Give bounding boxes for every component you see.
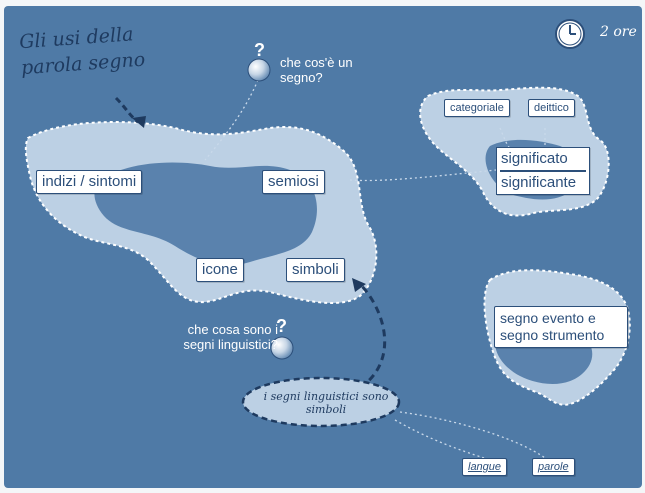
statement-text: i segni linguistici sono simboli xyxy=(263,390,389,416)
question-what-is-sign: che cos'è un segno? xyxy=(280,55,353,85)
duration-label: 2 ore xyxy=(600,24,637,40)
question-linguistic-signs: che cosa sono i segni linguistici? xyxy=(183,322,278,352)
significato-significante-box: significato significante xyxy=(496,147,590,195)
map-title: Gli usi della parola segno xyxy=(18,23,146,80)
connector-lines xyxy=(204,79,546,459)
label-deittico: deittico xyxy=(528,99,575,117)
fraction-divider xyxy=(500,170,586,172)
clock-icon xyxy=(555,19,585,49)
island-left-inner xyxy=(94,162,317,266)
arrowhead-title xyxy=(132,116,146,128)
label-segno-evento-strumento: segno evento e segno strumento xyxy=(494,306,628,348)
label-semiosi: semiosi xyxy=(262,170,325,194)
arrow-to-simboli xyxy=(358,282,387,390)
label-significato: significato xyxy=(501,150,568,167)
sphere-marker-icon xyxy=(270,336,294,360)
label-icone: icone xyxy=(196,258,244,282)
label-langue: langue xyxy=(462,458,508,476)
label-parole: parole xyxy=(532,458,575,476)
label-categoriale: categoriale xyxy=(444,99,510,117)
question-mark-icon: ? xyxy=(254,40,265,60)
statement-oval xyxy=(241,376,401,428)
sphere-marker-icon xyxy=(247,58,271,82)
arrowhead-simboli xyxy=(352,278,366,292)
label-indizi-sintomi: indizi / sintomi xyxy=(36,170,143,194)
label-simboli: simboli xyxy=(286,258,345,282)
question-mark-icon: ? xyxy=(276,316,287,336)
label-significante: significante xyxy=(501,174,577,191)
